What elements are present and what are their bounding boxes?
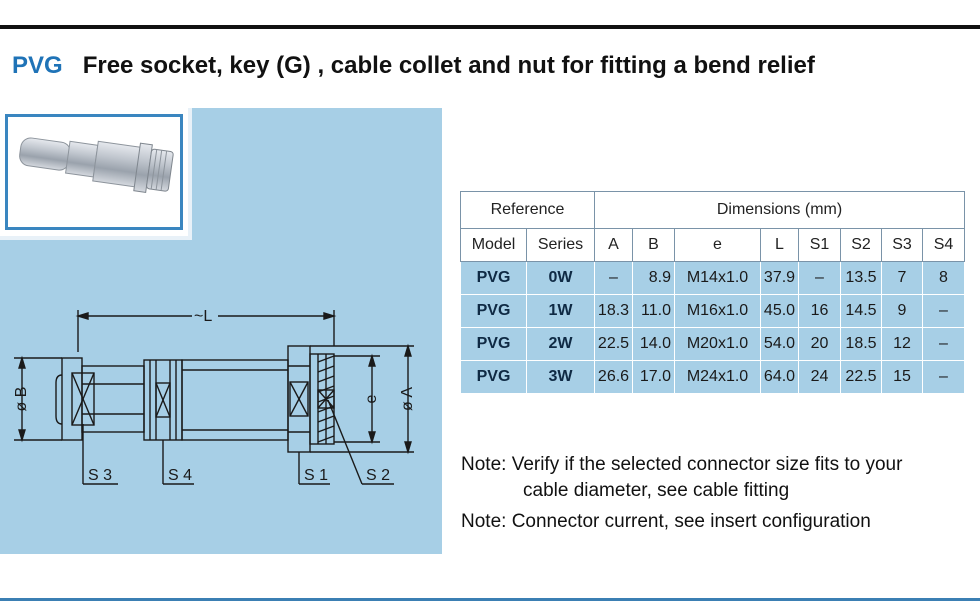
cell-series: 2W: [526, 327, 595, 361]
col-header: S1: [798, 228, 841, 262]
cell-s4: –: [922, 294, 965, 328]
cell-s2: 14.5: [840, 294, 882, 328]
cell-s2: 13.5: [840, 261, 882, 295]
cell-s1: 20: [798, 327, 841, 361]
cell-e: M14x1.0: [674, 261, 761, 295]
cell-s1: 24: [798, 360, 841, 394]
cell-a: 18.3: [594, 294, 633, 328]
notes-block: Note: Verify if the selected connector s…: [461, 452, 902, 535]
dimensions-table: Reference Dimensions (mm) Model Series A…: [460, 191, 965, 394]
arrow-left: [75, 312, 89, 320]
col-header: A: [594, 228, 633, 262]
cell-e: M16x1.0: [674, 294, 761, 328]
cell-b: 17.0: [632, 360, 675, 394]
cell-b: 11.0: [632, 294, 675, 328]
cell-e: M20x1.0: [674, 327, 761, 361]
page-title: PVG Free socket, key (G) , cable collet a…: [12, 52, 815, 80]
cell-series: 1W: [526, 294, 595, 328]
reference-header: Reference: [460, 191, 595, 229]
note-1-continuation: cable diameter, see cable fitting: [523, 480, 790, 501]
column-header-row: Model Series A B e L S1 S2 S3 S4: [460, 228, 965, 262]
connector-drawing: ~L ø B e ø A S 3 S 4 S 1 S 2: [13, 306, 416, 485]
cell-model: PVG: [460, 261, 527, 295]
cell-l: 64.0: [760, 360, 799, 394]
cell-s2: 18.5: [840, 327, 882, 361]
cell-model: PVG: [460, 294, 527, 328]
top-rule: [0, 25, 980, 29]
cell-series: 3W: [526, 360, 595, 394]
collet-sleeve: [81, 365, 145, 433]
dia-b-label: ø B: [13, 387, 30, 412]
cell-a: 22.5: [594, 327, 633, 361]
cell-l: 54.0: [760, 327, 799, 361]
arrow-right: [323, 312, 337, 320]
cell-a: –: [594, 261, 633, 295]
cell-l: 45.0: [760, 294, 799, 328]
cell-series: 0W: [526, 261, 595, 295]
cell-s4: –: [922, 327, 965, 361]
e-label: e: [363, 394, 380, 403]
product-code: PVG: [12, 52, 63, 79]
cell-e: M24x1.0: [674, 360, 761, 394]
dia-a-label: ø A: [399, 387, 416, 411]
col-header: S2: [840, 228, 882, 262]
cell-s3: 7: [881, 261, 923, 295]
s2-label: S 2: [366, 467, 390, 484]
cell-s4: –: [922, 360, 965, 394]
cell-model: PVG: [460, 327, 527, 361]
table-row: PVG 0W – 8.9 M14x1.0 37.9 – 13.5 7 8: [460, 261, 965, 295]
cell-s3: 12: [881, 327, 923, 361]
col-header: e: [674, 228, 761, 262]
cell-s1: –: [798, 261, 841, 295]
cell-l: 37.9: [760, 261, 799, 295]
col-header: L: [760, 228, 799, 262]
col-header: S4: [922, 228, 965, 262]
bottom-rule: [0, 598, 980, 601]
note-1: Note: Verify if the selected connector s…: [461, 454, 903, 475]
s4-label: S 4: [168, 467, 192, 484]
connector-photo-render: [19, 137, 174, 193]
s1-label: S 1: [304, 467, 328, 484]
cell-model: PVG: [460, 360, 527, 394]
col-header: S3: [881, 228, 923, 262]
cell-s1: 16: [798, 294, 841, 328]
cell-s3: 9: [881, 294, 923, 328]
cell-s4: 8: [922, 261, 965, 295]
product-title: Free socket, key (G) , cable collet and …: [82, 52, 815, 79]
table-row: PVG 3W 26.6 17.0 M24x1.0 64.0 24 22.5 15…: [460, 360, 965, 394]
cell-a: 26.6: [594, 360, 633, 394]
s3-label: S 3: [88, 467, 112, 484]
cap-rear: [55, 374, 63, 425]
length-label-bg: [192, 306, 218, 324]
dimensions-header: Dimensions (mm): [594, 191, 965, 229]
note-2: Note: Connector current, see insert conf…: [461, 511, 871, 532]
cell-s2: 22.5: [840, 360, 882, 394]
cell-s3: 15: [881, 360, 923, 394]
cell-b: 14.0: [632, 327, 675, 361]
table-row: PVG 1W 18.3 11.0 M16x1.0 45.0 16 14.5 9 …: [460, 294, 965, 328]
col-header: B: [632, 228, 675, 262]
table-row: PVG 2W 22.5 14.0 M20x1.0 54.0 20 18.5 12…: [460, 327, 965, 361]
length-label: ~L: [194, 308, 212, 325]
product-photo: [5, 114, 183, 230]
cell-b: 8.9: [632, 261, 675, 295]
col-header: Model: [460, 228, 527, 262]
col-header: Series: [526, 228, 595, 262]
socket-body: [181, 359, 289, 441]
